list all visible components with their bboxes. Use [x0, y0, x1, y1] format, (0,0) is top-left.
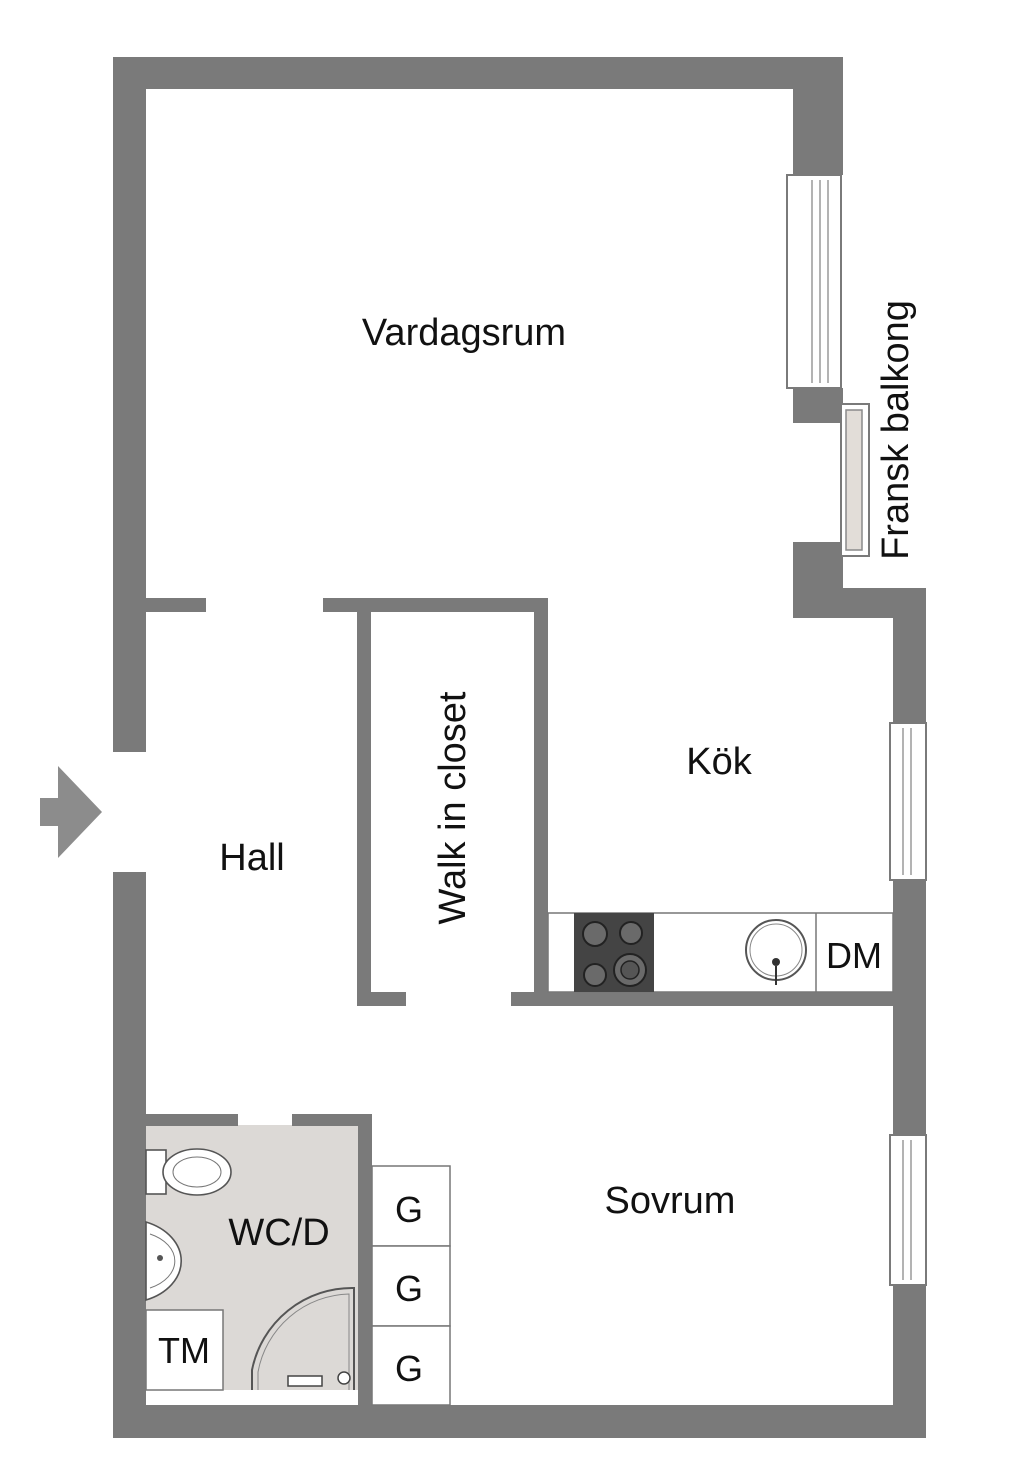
- dishwasher-label: DM: [826, 935, 882, 976]
- wardrobe-label-3: G: [395, 1348, 423, 1389]
- interior-walls: [146, 598, 926, 1406]
- entry-arrow-icon: [40, 766, 102, 858]
- stove: [574, 913, 654, 992]
- window-bedroom: [889, 1134, 927, 1286]
- room-label-hall: Hall: [219, 837, 284, 879]
- wardrobe-label-2: G: [395, 1268, 423, 1309]
- outer-walls: [113, 57, 926, 1438]
- washbasin: [145, 1220, 183, 1302]
- room-label-bedroom: Sovrum: [605, 1180, 736, 1222]
- wardrobe-cabinets: [371, 1165, 451, 1406]
- washer-label: TM: [158, 1330, 210, 1371]
- toilet: [145, 1148, 232, 1196]
- shower-enclosure: [251, 1286, 355, 1390]
- window-living-room: [786, 174, 842, 389]
- washing-machine: [145, 1309, 224, 1391]
- kitchen-sink: [745, 919, 807, 985]
- room-label-closet: Walk in closet: [432, 691, 474, 924]
- room-label-balcony: Fransk balkong: [875, 300, 917, 560]
- room-label-kitchen: Kök: [686, 741, 752, 783]
- wardrobe-label-1: G: [395, 1189, 423, 1230]
- room-label-living: Vardagsrum: [362, 312, 566, 354]
- window-kitchen: [889, 722, 927, 881]
- room-label-bathroom: WC/D: [228, 1212, 329, 1254]
- french-balcony-door: [840, 403, 870, 557]
